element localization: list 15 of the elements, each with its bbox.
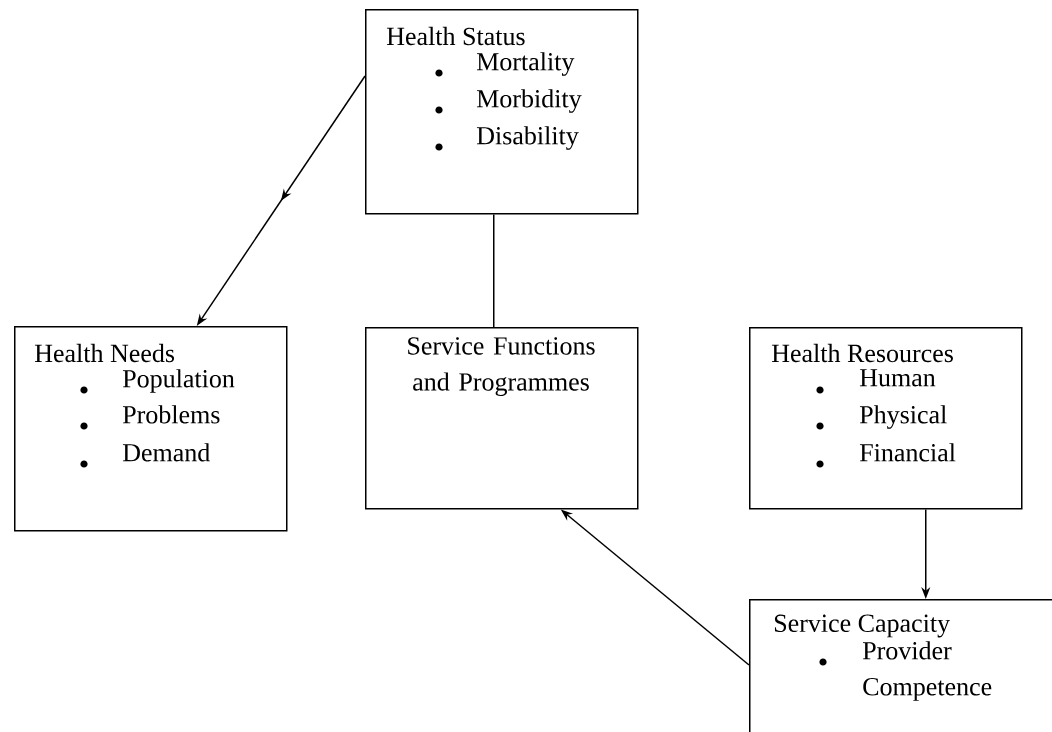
box-text: Service Functions and Programmes [408,337,595,397]
box-heading: Health Status [386,26,525,46]
bullet-item: Population [122,369,235,393]
bullet-item: Physical [859,405,947,429]
box-heading: Health Resources [771,343,953,363]
bullet-item: Human [859,369,936,387]
bullet-item: Financial [859,443,956,462]
box-heading: Health Needs [34,343,175,363]
bullet-item: Disability [476,126,579,150]
box-heading: Service Capacity [774,614,950,638]
bullet-item: Problems [122,405,220,424]
bullet-item: Demand [122,443,210,462]
bullet-item: Morbidity [476,89,582,113]
bullet-item: Provider Competence [862,641,992,701]
bullet-item: Mortality [476,52,575,76]
